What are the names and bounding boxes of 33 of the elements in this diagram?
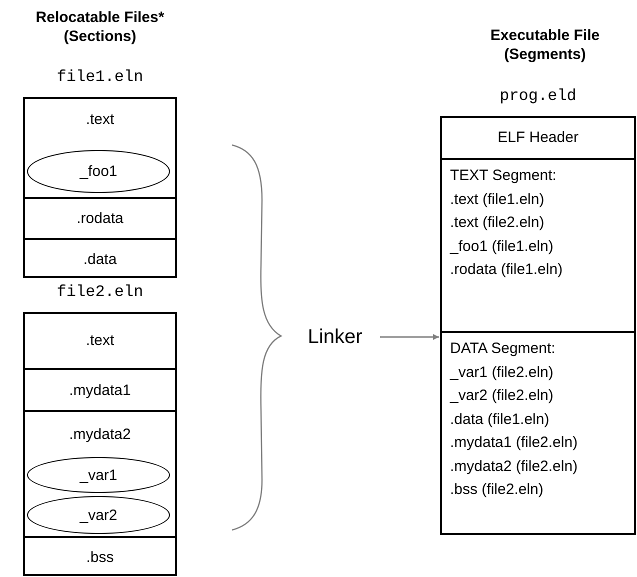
symbol-ellipse (27, 496, 170, 534)
segment-entry: .bss (file2.eln) (450, 480, 544, 500)
segment-entry: _var2 (file2.eln) (450, 386, 554, 406)
section-label: ELF Header (498, 128, 578, 146)
symbol-label: _var2 (80, 506, 118, 524)
section-label: .text (86, 111, 114, 128)
segment-heading: DATA Segment: (450, 339, 556, 359)
linker-label: Linker (308, 326, 362, 348)
file-name: file1.eln (56, 67, 144, 87)
file-name: file2.eln (56, 282, 144, 302)
column-heading: Executable File (Segments) (489, 26, 601, 64)
section-label: .mydata1 (69, 382, 131, 398)
section-label: .mydata2 (69, 426, 131, 443)
segment-entry: .text (file1.eln) (450, 190, 546, 210)
symbol-ellipse (27, 457, 170, 493)
section-label: .text (86, 332, 114, 348)
segment-entry: _foo1 (file1.eln) (450, 236, 554, 256)
segment-entry: .mydata1 (file2.eln) (450, 433, 579, 453)
column-heading: Relocatable Files* (Sections) (34, 8, 166, 46)
symbol-label: _foo1 (80, 163, 118, 180)
segment-entry: .data (file1.eln) (450, 410, 550, 430)
symbol-label: _var1 (80, 466, 118, 484)
section-label: .bss (86, 548, 114, 566)
segment-entry: .text (file2.eln) (450, 213, 546, 233)
section-label: .data (83, 250, 117, 268)
segment-entry: _var1 (file2.eln) (450, 362, 554, 382)
file-name: prog.eld (498, 86, 578, 106)
segment-heading: TEXT Segment: (450, 166, 558, 186)
segment-entry: .rodata (file1.eln) (450, 260, 564, 280)
section-label: .rodata (76, 210, 124, 227)
segment-entry: .mydata2 (file2.eln) (450, 456, 579, 476)
symbol-ellipse (27, 150, 170, 193)
arrow (380, 334, 439, 340)
